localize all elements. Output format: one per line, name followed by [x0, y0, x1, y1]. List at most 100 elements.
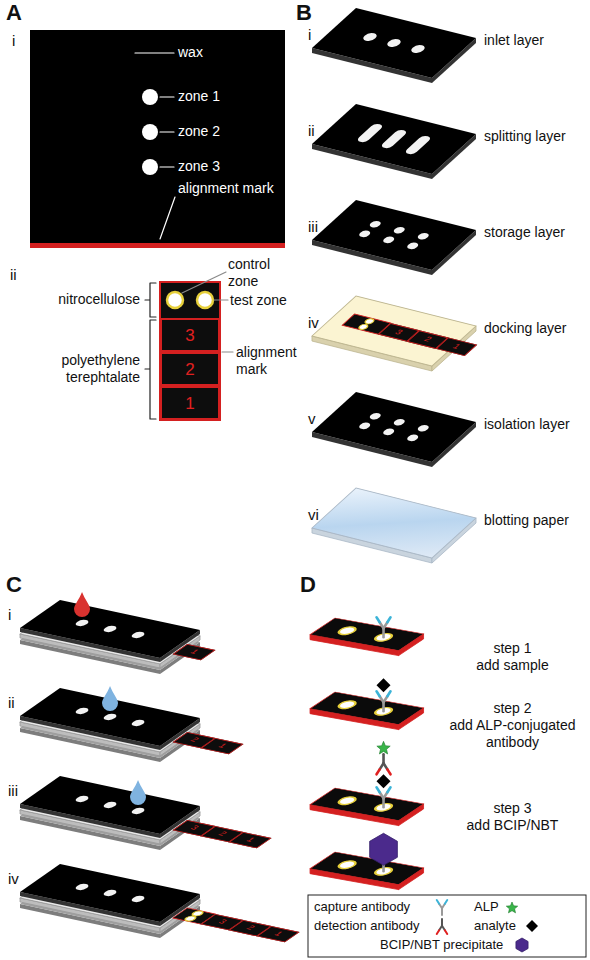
- capture-antibody: [377, 787, 391, 807]
- antibody-stem: [382, 628, 385, 637]
- inlet-hole: [101, 713, 119, 721]
- strip-zone: [357, 324, 369, 330]
- assay-zone: [335, 700, 359, 710]
- antibody-tip: [437, 900, 439, 904]
- layer-label: blotting paper: [484, 512, 569, 529]
- segment-number: 2: [188, 737, 200, 743]
- panel-letter: D: [300, 572, 316, 597]
- step-label: add ALP-conjugated antibody: [440, 717, 585, 751]
- analyte-symbol: [377, 774, 391, 788]
- assay-tile: [310, 692, 424, 725]
- layer-plate: [312, 296, 476, 366]
- liquid-drop: [102, 686, 118, 711]
- inlet-hole: [361, 32, 380, 42]
- antibody-stem: [382, 702, 385, 711]
- panel-numeral: iv: [308, 314, 319, 332]
- antibody-tip: [387, 787, 390, 792]
- inlet-hole: [73, 795, 91, 803]
- panel-numeral: i: [8, 606, 11, 624]
- layer-plate: [312, 8, 476, 78]
- test-strip: [160, 282, 220, 420]
- legend-box: [308, 895, 586, 957]
- segment-number: 3: [216, 919, 228, 925]
- layer-plate: [312, 488, 476, 558]
- layer-plate-top: [312, 200, 476, 270]
- callout-label: zone 3: [178, 158, 220, 175]
- legend-precipitate-icon: [516, 938, 528, 952]
- segment-number: 3: [393, 329, 405, 336]
- bracket: [145, 283, 156, 317]
- segment-number: 3: [185, 327, 194, 344]
- callout-label: test zone: [230, 292, 287, 309]
- storage-hole: [405, 242, 420, 250]
- storage-hole: [357, 230, 372, 238]
- precipitate-symbol: [370, 833, 398, 865]
- callout-label: control zone: [228, 256, 286, 290]
- callout-label: wax: [178, 44, 203, 61]
- inlet-plate-top: [20, 864, 200, 922]
- material-label: nitrocellulose: [20, 291, 140, 308]
- segment-number: 1: [216, 743, 228, 749]
- panel-numeral: ii: [8, 694, 15, 712]
- inlet-plate-top: [20, 776, 200, 834]
- bracket: [145, 320, 156, 419]
- antibody-tip: [437, 930, 439, 934]
- detection-antibody: [377, 754, 391, 774]
- antibody-stem: [382, 798, 385, 807]
- step-label: step 1: [440, 640, 585, 657]
- material-label: polyethylene terephtalate: [30, 352, 140, 386]
- layer-plate-top: [312, 296, 476, 366]
- antibody-tip: [445, 930, 447, 934]
- panel-letter: B: [296, 0, 312, 25]
- leader-line: [135, 52, 174, 53]
- splitting-channel: [355, 123, 384, 143]
- layer-label: splitting layer: [484, 128, 566, 145]
- legend-analyte-icon: [526, 920, 538, 932]
- storage-hole: [381, 236, 396, 244]
- assay-zone: [335, 796, 359, 806]
- legend-text: BCIP/NBT precipitate: [380, 937, 503, 953]
- segment-number: 1: [185, 395, 194, 412]
- antibody-stem: [441, 919, 443, 926]
- antibody-tip: [377, 691, 380, 696]
- assay-tile-top: [310, 852, 424, 885]
- legend-text: detection antibody: [314, 918, 420, 934]
- strip-zone: [363, 318, 375, 324]
- inlet-hole: [129, 807, 147, 815]
- step-label: step 2: [440, 700, 585, 717]
- inlet-plate: [20, 600, 200, 658]
- splitting-channel: [403, 135, 432, 155]
- inlet-plate: [20, 776, 200, 834]
- inlet-hole: [129, 719, 147, 727]
- callout-label: alignment mark: [236, 344, 306, 378]
- segment-number: 2: [216, 831, 228, 837]
- layer-label: storage layer: [484, 224, 565, 241]
- panel-numeral: i: [12, 32, 15, 50]
- inlet-hole: [409, 44, 428, 54]
- layer-plate-top: [312, 392, 476, 462]
- alignment-mark-line: [30, 243, 285, 248]
- storage-hole: [416, 424, 431, 432]
- zone-circle: [142, 89, 158, 105]
- assay-tile-top: [310, 692, 424, 725]
- inlet-plate: [20, 864, 200, 922]
- antibody-stem: [382, 754, 385, 763]
- panel-numeral: vi: [308, 506, 319, 524]
- inlet-hole: [129, 631, 147, 639]
- inlet-plate-top: [20, 600, 200, 658]
- layer-plate-top: [312, 104, 476, 174]
- assay-tile: [310, 618, 424, 651]
- inlet-hole: [101, 625, 119, 633]
- antibody-tip: [377, 769, 380, 774]
- analyte-symbol: [377, 678, 391, 692]
- callout-label: zone 1: [178, 88, 220, 105]
- leader-line: [160, 131, 174, 132]
- assay-tile: [310, 852, 424, 885]
- legend-capture-icon: [437, 900, 448, 915]
- leader-line: [214, 299, 228, 300]
- inlet-hole: [101, 801, 119, 809]
- zone-circle: [142, 159, 158, 175]
- panel-numeral: i: [308, 26, 311, 44]
